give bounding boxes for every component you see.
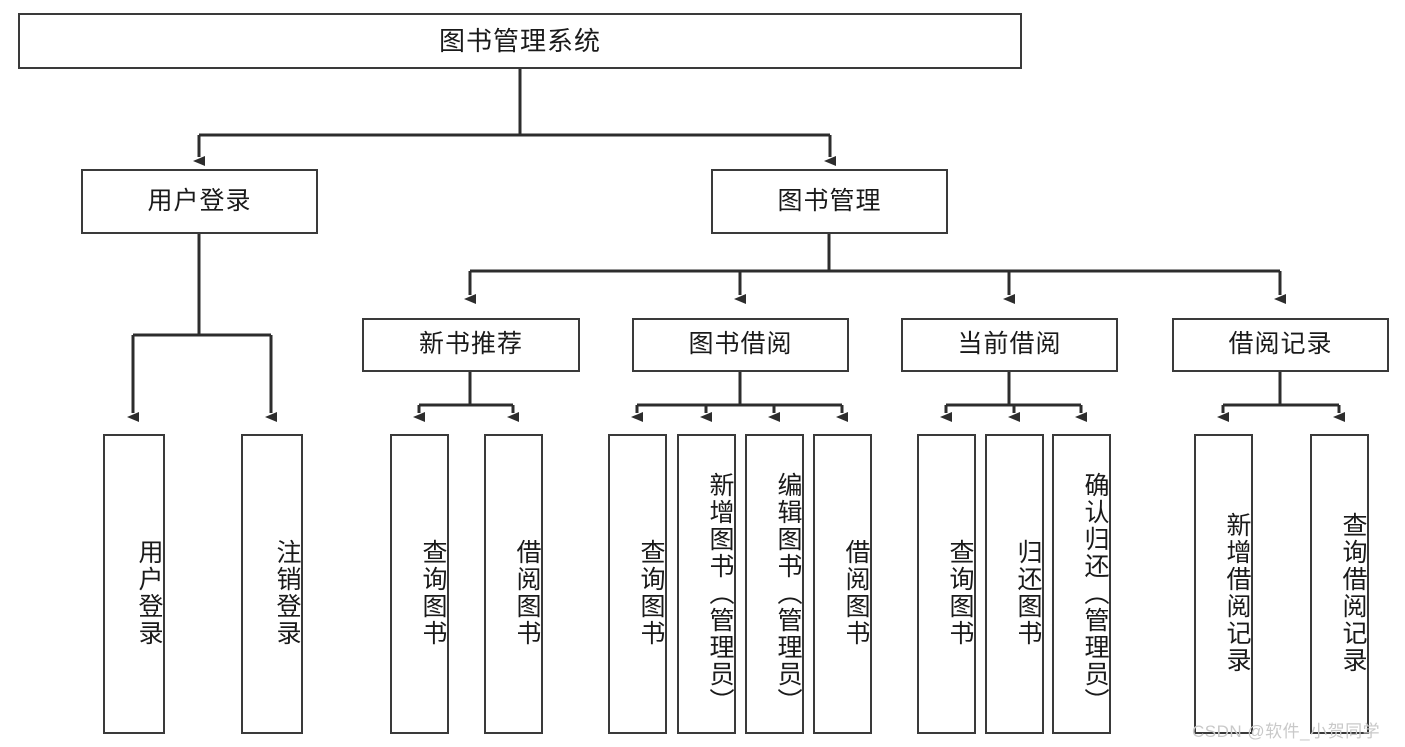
node-label: 注销登录: [273, 539, 301, 647]
node-label: 借阅图书: [842, 539, 870, 647]
node-label: 图书管理系统: [438, 25, 601, 56]
leaf-node-borrow-book[interactable]: 借阅图书: [813, 434, 872, 734]
leaf-node-return-book[interactable]: 归还图书: [985, 434, 1044, 734]
node-label: 查询图书: [946, 539, 974, 647]
node-label: 图书管理: [777, 186, 882, 215]
node-label: 新增图书（管理员）: [706, 471, 734, 715]
node-label: 新书推荐: [418, 330, 523, 359]
node-borrow-record[interactable]: 借阅记录: [1172, 318, 1389, 372]
leaf-node-confirm-return-admin[interactable]: 确认归还（管理员）: [1052, 434, 1111, 734]
leaf-node-edit-book-admin[interactable]: 编辑图书（管理员）: [745, 434, 804, 734]
node-label: 借阅图书: [513, 539, 541, 647]
leaf-node-user-login[interactable]: 用户登录: [103, 434, 165, 734]
node-root-book-management-system[interactable]: 图书管理系统: [18, 13, 1022, 69]
leaf-node-logout[interactable]: 注销登录: [241, 434, 303, 734]
leaf-node-query-book-borrow[interactable]: 查询图书: [608, 434, 667, 734]
node-current-borrow[interactable]: 当前借阅: [901, 318, 1118, 372]
leaf-node-add-book-admin[interactable]: 新增图书（管理员）: [677, 434, 736, 734]
node-label: 查询图书: [637, 539, 665, 647]
node-label: 新增借阅记录: [1223, 512, 1251, 674]
node-user-login[interactable]: 用户登录: [81, 169, 318, 234]
node-label: 借阅记录: [1228, 330, 1333, 359]
node-label: 用户登录: [135, 539, 163, 647]
leaf-node-query-book-current[interactable]: 查询图书: [917, 434, 976, 734]
node-label: 归还图书: [1014, 539, 1042, 647]
leaf-node-query-borrow-record[interactable]: 查询借阅记录: [1310, 434, 1369, 734]
node-label: 编辑图书（管理员）: [774, 471, 802, 715]
leaf-node-add-borrow-record[interactable]: 新增借阅记录: [1194, 434, 1253, 734]
node-book-borrow[interactable]: 图书借阅: [632, 318, 849, 372]
node-book-management[interactable]: 图书管理: [711, 169, 948, 234]
node-label: 图书借阅: [688, 330, 793, 359]
leaf-node-borrow-book-recommend[interactable]: 借阅图书: [484, 434, 543, 734]
node-new-book-recommend[interactable]: 新书推荐: [362, 318, 580, 372]
csdn-watermark: CSDN @软件_小贺同学: [1192, 722, 1381, 741]
node-label: 查询借阅记录: [1339, 512, 1367, 674]
node-label: 确认归还（管理员）: [1081, 471, 1109, 715]
node-label: 查询图书: [419, 539, 447, 647]
node-label: 用户登录: [147, 186, 252, 215]
node-label: 当前借阅: [957, 330, 1062, 359]
leaf-node-query-book-recommend[interactable]: 查询图书: [390, 434, 449, 734]
